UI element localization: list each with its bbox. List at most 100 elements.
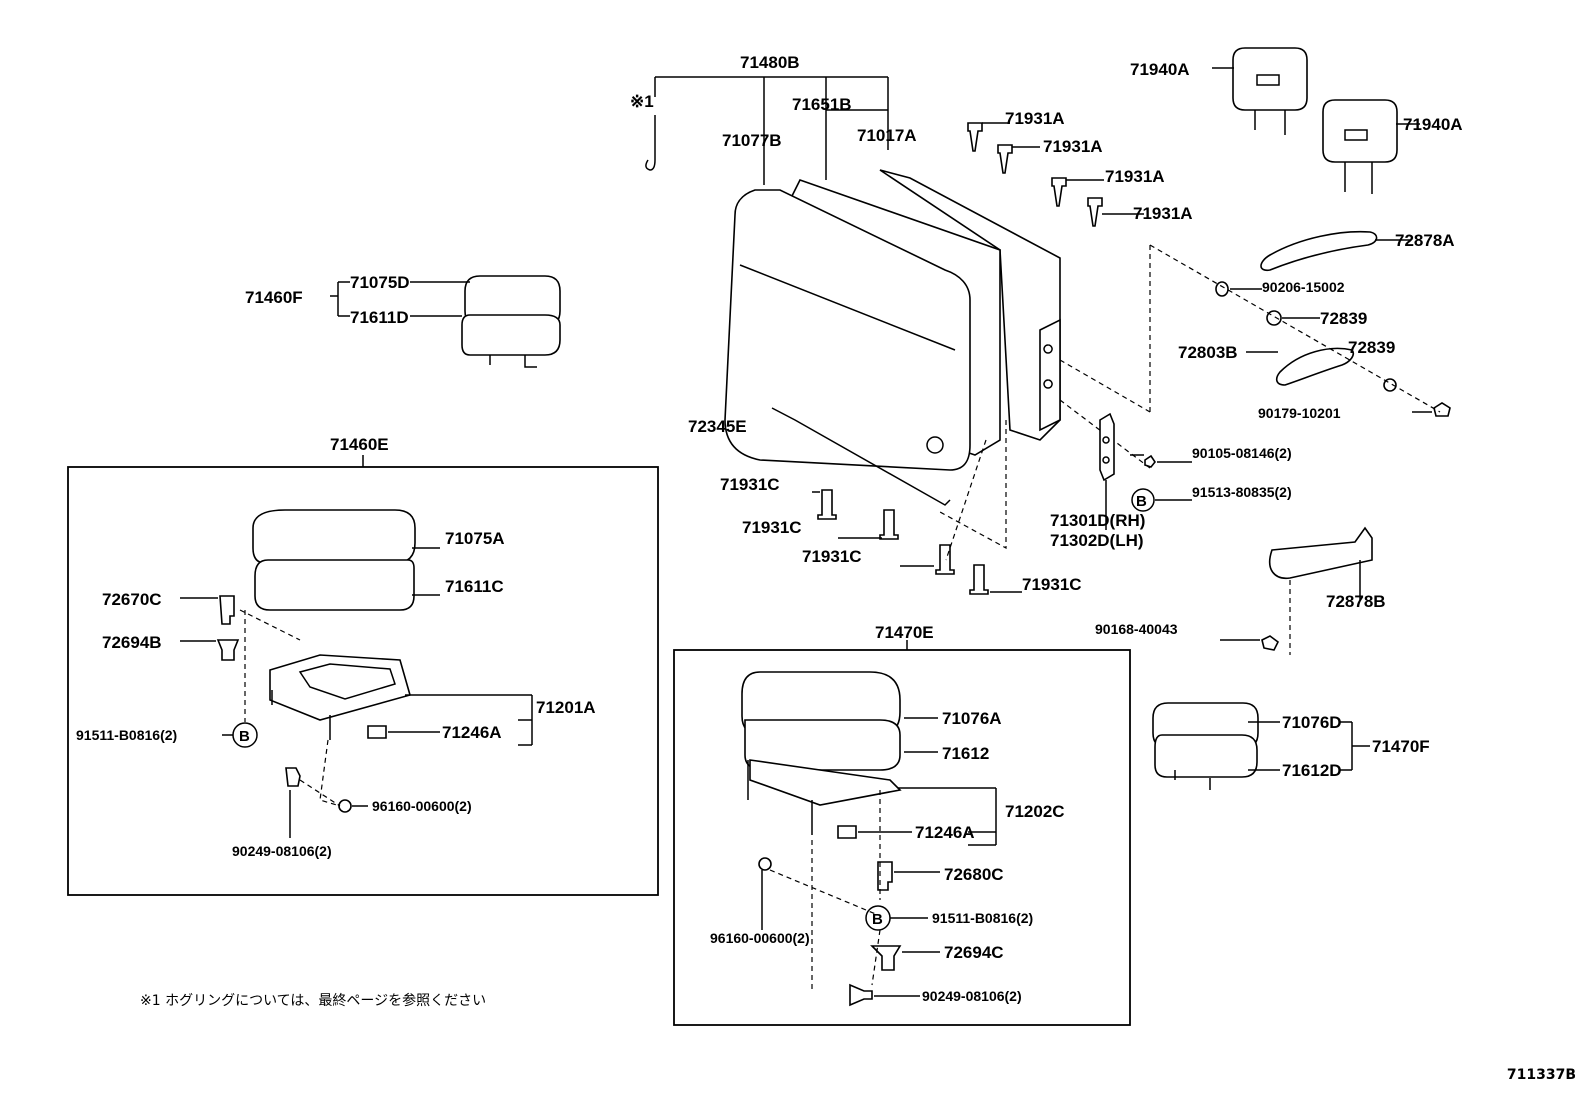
label-circle-b-a: B bbox=[239, 728, 250, 745]
label-71246A-2: 71246A bbox=[915, 823, 975, 842]
label-72680C: 72680C bbox=[944, 865, 1004, 884]
callout-labels: 71480B ※1 71651B 71077B 71017A 71931A 71… bbox=[76, 53, 1463, 1004]
label-90105-08146: 90105-08146(2) bbox=[1192, 445, 1292, 461]
label-72878A: 72878A bbox=[1395, 231, 1455, 250]
pad-71611D bbox=[461, 314, 561, 356]
label-71201A: 71201A bbox=[536, 698, 596, 717]
label-71302D: 71302D(LH) bbox=[1050, 531, 1144, 550]
label-71931A-3: 71931A bbox=[1105, 167, 1165, 186]
bolt-icon bbox=[1433, 402, 1451, 417]
hinge-parts bbox=[1099, 412, 1192, 530]
pad-71611C bbox=[254, 559, 415, 611]
label-72878B: 72878B bbox=[1326, 592, 1386, 611]
label-71202C: 71202C bbox=[1005, 802, 1065, 821]
handle-72878B bbox=[1220, 526, 1373, 655]
headrest-icon bbox=[1232, 47, 1308, 111]
guide-icon bbox=[1051, 177, 1067, 207]
label-91513-80835: 91513-80835(2) bbox=[1192, 484, 1292, 500]
nut-71246A bbox=[837, 825, 857, 839]
box-71470E bbox=[673, 640, 1131, 1026]
label-71075D: 71075D bbox=[350, 273, 410, 292]
label-71076A: 71076A bbox=[942, 709, 1002, 728]
nut-71246A bbox=[367, 725, 387, 739]
label-71931C-3: 71931C bbox=[802, 547, 862, 566]
label-72694B: 72694B bbox=[102, 633, 162, 652]
bracket-72803B bbox=[1275, 347, 1355, 386]
label-96160-00600-a: 96160-00600(2) bbox=[372, 798, 472, 814]
label-90206-15002: 90206-15002 bbox=[1262, 279, 1345, 295]
clip-72694C bbox=[870, 945, 902, 971]
seat-back-assembly bbox=[645, 76, 1061, 506]
cover-72878A bbox=[1260, 230, 1378, 272]
group-box-71470E bbox=[673, 649, 1131, 1026]
hog-ring-icon bbox=[645, 115, 656, 171]
bolt-icon bbox=[817, 489, 837, 520]
circle-b-marker bbox=[1131, 488, 1155, 512]
label-71940A-2: 71940A bbox=[1403, 115, 1463, 134]
armrest-71460F bbox=[330, 275, 561, 368]
label-71246A-1: 71246A bbox=[442, 723, 502, 742]
headrest-guides bbox=[967, 122, 1144, 227]
label-72803B: 72803B bbox=[1178, 343, 1238, 362]
label-72345E: 72345E bbox=[688, 417, 747, 436]
label-71017A: 71017A bbox=[857, 126, 917, 145]
label-71611C: 71611C bbox=[445, 577, 504, 596]
label-71480B: 71480B bbox=[740, 53, 800, 72]
label-71931C-1: 71931C bbox=[720, 475, 780, 494]
bracket-72680C bbox=[877, 861, 893, 891]
bolt-icon bbox=[285, 767, 301, 787]
pad-71612D bbox=[1154, 734, 1258, 778]
label-90249-08106-a: 90249-08106(2) bbox=[232, 843, 332, 859]
label-71931C-4: 71931C bbox=[1022, 575, 1082, 594]
label-71076D: 71076D bbox=[1282, 713, 1342, 732]
label-note1: ※1 bbox=[630, 92, 654, 111]
handle-icon bbox=[1268, 526, 1373, 579]
headrest-icon bbox=[1322, 99, 1398, 163]
label-91511-B0816-b: 91511-B0816(2) bbox=[932, 910, 1033, 926]
label-90179-10201: 90179-10201 bbox=[1258, 405, 1341, 421]
bolt-icon bbox=[935, 544, 955, 575]
bolt-icon bbox=[849, 983, 873, 1007]
bolt-icon bbox=[879, 509, 899, 540]
nut-icon bbox=[758, 857, 772, 871]
footnote: ※1 ホグリングについては、最終ページを参照ください bbox=[140, 993, 487, 1009]
pad-71612 bbox=[744, 719, 901, 771]
label-71470F: 71470F bbox=[1372, 737, 1430, 756]
label-71931A-4: 71931A bbox=[1133, 204, 1193, 223]
box-71460E bbox=[67, 455, 659, 896]
label-circle-b-b: B bbox=[872, 911, 883, 928]
label-71460F: 71460F bbox=[245, 288, 303, 307]
label-71931C-2: 71931C bbox=[742, 518, 802, 537]
bolt-icon bbox=[1130, 454, 1156, 468]
label-72839-1: 72839 bbox=[1320, 309, 1367, 328]
label-71077B: 71077B bbox=[722, 131, 782, 150]
pad-71075A bbox=[252, 509, 416, 564]
armrest-71470F bbox=[1152, 702, 1370, 790]
clip-72694B bbox=[216, 639, 240, 661]
label-71470E: 71470E bbox=[875, 623, 934, 642]
label-circle-b: B bbox=[1136, 493, 1147, 510]
guide-icon bbox=[967, 122, 983, 152]
label-71301D: 71301D(RH) bbox=[1050, 511, 1145, 530]
seat-back-cover-71077B bbox=[724, 189, 971, 471]
label-90249-08106-b: 90249-08106(2) bbox=[922, 988, 1022, 1004]
headrests bbox=[1212, 47, 1420, 194]
nut-icon bbox=[338, 799, 352, 813]
label-71612: 71612 bbox=[942, 744, 989, 763]
label-71611D: 71611D bbox=[350, 308, 409, 327]
label-71075A: 71075A bbox=[445, 529, 505, 548]
label-71460E: 71460E bbox=[330, 435, 389, 454]
guide-icon bbox=[1087, 197, 1103, 227]
bolts-71931C bbox=[812, 420, 1022, 595]
seat-frame-71017A bbox=[879, 169, 1061, 441]
guide-icon bbox=[997, 144, 1013, 174]
label-90168-40043: 90168-40043 bbox=[1095, 621, 1178, 637]
label-71651B: 71651B bbox=[792, 95, 852, 114]
armrest-cover-parts bbox=[1059, 230, 1451, 469]
label-71940A-1: 71940A bbox=[1130, 60, 1190, 79]
label-71931A-1: 71931A bbox=[1005, 109, 1065, 128]
label-72694C: 72694C bbox=[944, 943, 1004, 962]
label-96160-00600-b: 96160-00600(2) bbox=[710, 930, 810, 946]
label-72839-2: 72839 bbox=[1348, 338, 1395, 357]
